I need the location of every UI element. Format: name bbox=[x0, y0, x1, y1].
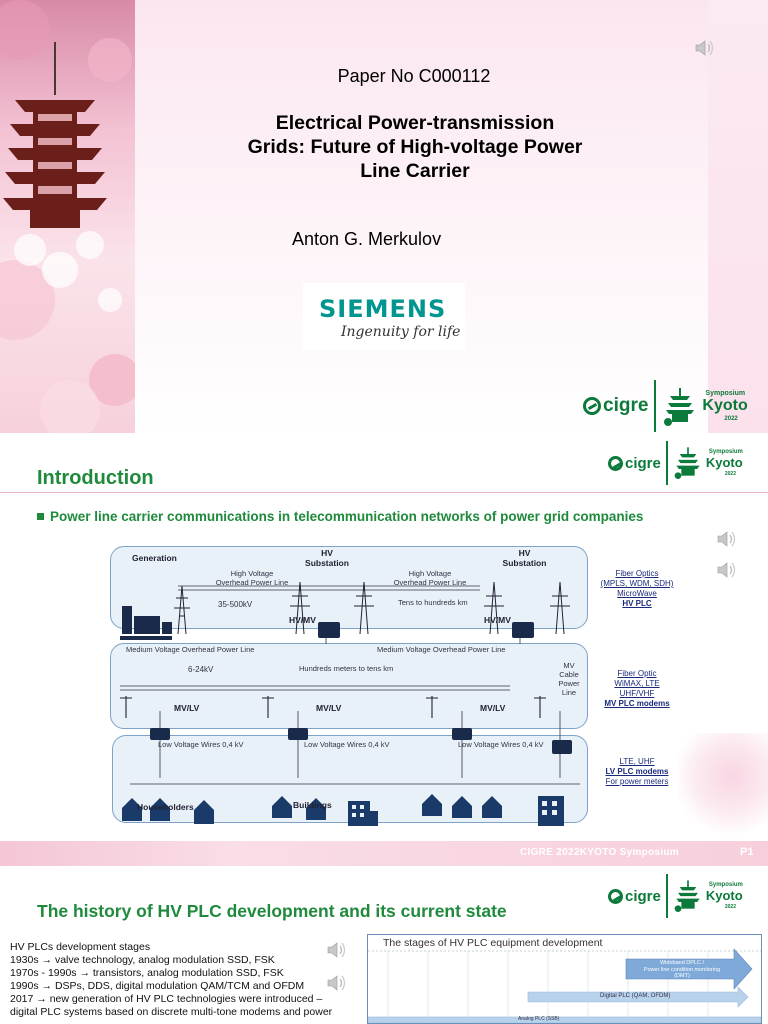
introduction-slide: Introduction cigre Symposium Kyoto 2022 … bbox=[0, 433, 768, 866]
kyoto-symposium-logo: Symposium Kyoto 2022 bbox=[673, 874, 751, 918]
lv-comm-methods: LTE, UHF LV PLC modems For power meters bbox=[605, 757, 669, 786]
mv-voltage-range: 6-24kV bbox=[188, 665, 214, 674]
pagoda-icon bbox=[664, 388, 695, 426]
mv-comm-methods: Fiber Optic WiMAX, LTE UHF/VHF MV PLC mo… bbox=[604, 669, 670, 708]
analog-label: Analog PLC (SSB) bbox=[518, 1016, 560, 1022]
mv-line-label-1: Medium Voltage Overhead Power Line bbox=[126, 645, 255, 654]
wideband-arrow bbox=[625, 948, 753, 990]
hv-mv-label-1: HV/MV bbox=[289, 615, 316, 625]
history-slide: The history of HV PLC development and it… bbox=[0, 866, 768, 1024]
siemens-tagline: Ingenuity for life bbox=[341, 324, 461, 340]
pagoda-illustration bbox=[0, 0, 141, 433]
hv-distance: Tens to hundreds km bbox=[398, 598, 468, 607]
mv-line-label-2: Medium Voltage Overhead Power Line bbox=[377, 645, 506, 654]
lv-wires-label-1: Low Voltage Wires 0,4 kV bbox=[158, 740, 244, 749]
power-plant-icon bbox=[120, 606, 172, 640]
author-name: Anton G. Merkulov bbox=[292, 229, 442, 249]
mv-lv-label-3: MV/LV bbox=[480, 703, 506, 713]
chart-grid bbox=[368, 948, 761, 1023]
bullet-square-icon bbox=[37, 513, 44, 520]
mv-lv-label-1: MV/LV bbox=[174, 703, 200, 713]
lv-wires-label-2: Low Voltage Wires 0,4 kV bbox=[304, 740, 390, 749]
title-line-1: Electrical Power-transmission bbox=[275, 112, 555, 134]
stage-item: 2017 → new generation of HV PLC technolo… bbox=[10, 993, 323, 1005]
stage-item: digital PLC systems based on discrete mu… bbox=[10, 1006, 333, 1018]
stage-item: 1970s - 1990s → transistors, analog modu… bbox=[10, 967, 284, 979]
cigre-logo: cigre bbox=[608, 888, 661, 905]
siemens-logo: SIEMENS Ingenuity for life bbox=[303, 283, 465, 350]
chart-title: The stages of HV PLC equipment developme… bbox=[383, 937, 603, 949]
siemens-wordmark: SIEMENS bbox=[319, 295, 447, 323]
title-divider bbox=[0, 492, 768, 493]
generation-label: Generation bbox=[132, 553, 177, 563]
mv-distance: Hundreds meters to tens km bbox=[299, 664, 394, 673]
cigre-logo: cigre bbox=[608, 455, 661, 472]
right-decoration bbox=[708, 0, 768, 433]
speaker-icon[interactable] bbox=[716, 529, 738, 549]
speaker-icon-2[interactable] bbox=[326, 973, 348, 993]
page-number: P1 bbox=[740, 846, 754, 858]
cigre-logo: cigre bbox=[583, 395, 648, 417]
transformer-icon bbox=[150, 728, 572, 754]
digital-label: Digital PLC (QAM, OFDM) bbox=[600, 993, 671, 999]
hv-voltage-range: 35-500kV bbox=[218, 600, 253, 609]
analog-bar bbox=[368, 1016, 761, 1023]
speaker-icon[interactable] bbox=[694, 38, 716, 58]
pagoda-icon bbox=[674, 447, 700, 479]
speaker-icon[interactable] bbox=[326, 940, 348, 960]
speaker-icon-2[interactable] bbox=[716, 560, 738, 580]
substation-icon bbox=[318, 622, 534, 638]
development-stages-chart: The stages of HV PLC equipment developme… bbox=[367, 934, 762, 1024]
cigre-kyoto-logo: cigre Symposium Kyoto 2022 bbox=[608, 874, 751, 918]
cherry-blossom-decoration bbox=[678, 733, 768, 841]
presentation-title: Electrical Power-transmission Grids: Fut… bbox=[190, 111, 640, 183]
stages-list: HV PLCs development stages 1930s → valve… bbox=[10, 941, 365, 1019]
hv-panel bbox=[110, 546, 588, 629]
slide-title: Introduction bbox=[37, 467, 154, 489]
hv-comm-methods: Fiber Optics (MPLS, WDM, SDH) MicroWave … bbox=[600, 569, 674, 608]
mv-lv-label-2: MV/LV bbox=[316, 703, 342, 713]
footer-text: CIGRE 2022KYOTO Symposium bbox=[520, 847, 680, 858]
hv-tower-icon bbox=[174, 581, 570, 635]
cigre-kyoto-logo: cigre Symposium Kyoto 2022 bbox=[608, 441, 751, 485]
slide-title: The history of HV PLC development and it… bbox=[37, 901, 507, 921]
bullet-point: Power line carrier communications in tel… bbox=[37, 509, 643, 524]
title-line-2: Grids: Future of High-voltage Power bbox=[247, 136, 583, 158]
title-slide: Paper No C000112 Electrical Power-transm… bbox=[0, 0, 768, 433]
buildings-label: Buildings bbox=[293, 800, 332, 810]
stage-heading: HV PLCs development stages bbox=[10, 941, 151, 953]
pagoda-icon bbox=[674, 880, 700, 912]
stage-item: 1990s → DSPs, DDS, digital modulation QA… bbox=[10, 980, 305, 992]
grid-diagram-graphics bbox=[120, 581, 580, 826]
hv-mv-label-2: HV/MV bbox=[484, 615, 511, 625]
cigre-mark-icon bbox=[608, 455, 623, 471]
slide-footer: CIGRE 2022KYOTO Symposium P1 bbox=[0, 841, 768, 866]
kyoto-symposium-logo: Symposium Kyoto 2022 bbox=[662, 380, 754, 432]
cigre-kyoto-logo: cigre Symposium Kyoto 2022 bbox=[583, 380, 754, 432]
paper-number: Paper No C000112 bbox=[337, 66, 491, 86]
stage-item: 1930s → valve technology, analog modulat… bbox=[10, 954, 275, 966]
digital-arrow bbox=[527, 986, 749, 1008]
cigre-mark-icon bbox=[583, 397, 601, 415]
title-line-3: Line Carrier bbox=[360, 160, 470, 182]
cigre-mark-icon bbox=[608, 888, 623, 904]
householders-label: Householders bbox=[137, 802, 194, 812]
lv-wires-label-3: Low Voltage Wires 0,4 kV bbox=[458, 740, 544, 749]
kyoto-symposium-logo: Symposium Kyoto 2022 bbox=[673, 441, 751, 485]
wideband-label: Wideband DPLC / Power line condition mon… bbox=[643, 960, 721, 979]
pagoda-image bbox=[0, 0, 141, 433]
house-icon bbox=[122, 794, 502, 824]
